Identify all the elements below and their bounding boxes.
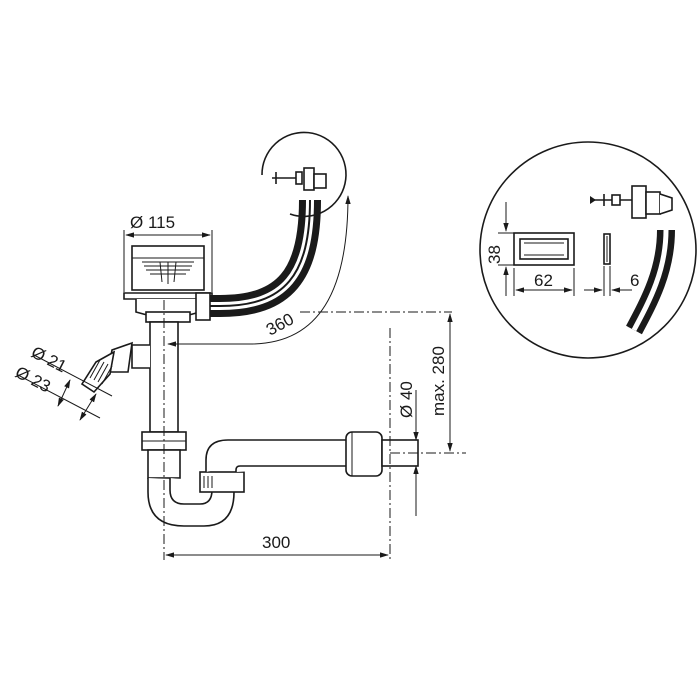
trap-width-label: 300: [262, 533, 290, 552]
bottle-trap: [147, 471, 245, 527]
overflow-screw-icon: [272, 167, 327, 191]
dimension-overflow-height: 38: [485, 202, 514, 296]
overflow-bolt-icon: [590, 185, 673, 219]
outlet-diameter-label: Ø 40: [397, 381, 416, 418]
overflow-width-label: 62: [534, 271, 553, 290]
detail-callout: 38 62 6: [479, 141, 697, 359]
dimension-max-height: max. 280: [429, 313, 453, 452]
dimension-overflow-thickness: 6: [584, 266, 639, 296]
dimension-trap-width: 300: [165, 533, 389, 558]
overflow-thickness-label: 6: [630, 271, 639, 290]
overflow-plate-side: [603, 233, 611, 265]
overflow-hose-detail: [626, 229, 675, 335]
overflow-hose: [195, 199, 321, 321]
strainer-diameter-label: Ø 115: [130, 213, 175, 232]
overflow-height-label: 38: [485, 245, 504, 264]
outlet-pipe: [205, 431, 419, 477]
overflow-head-small-callout: [261, 131, 347, 218]
dimension-overflow-width: 62: [513, 268, 575, 296]
overflow-plate-front: [513, 232, 575, 266]
side-inlet-connector: [80, 341, 150, 394]
dimension-outlet-diameter: Ø 40: [397, 381, 419, 516]
max-height-label: max. 280: [429, 346, 448, 416]
